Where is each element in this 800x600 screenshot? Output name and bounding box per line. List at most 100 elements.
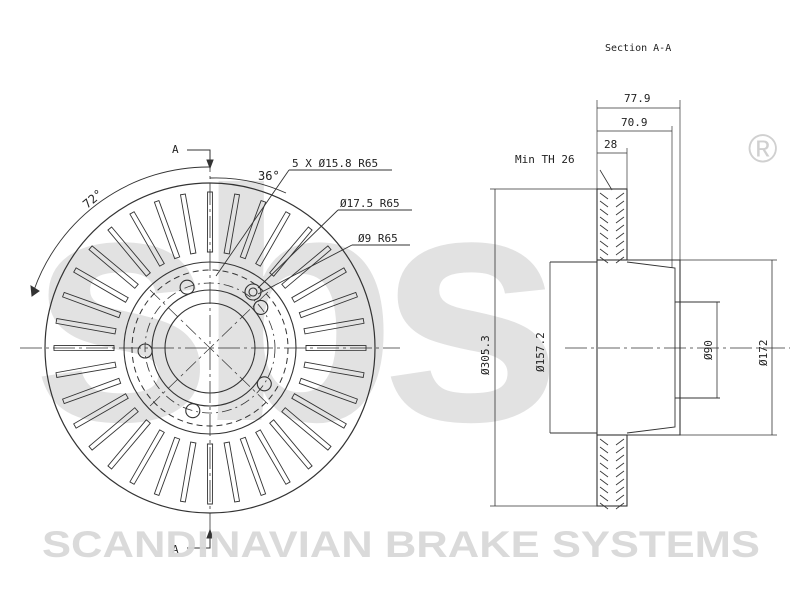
section-marker-top <box>187 149 211 163</box>
hatch-line <box>599 232 609 240</box>
hole-9-label: Ø9 R65 <box>358 232 398 245</box>
friction-ring-upper <box>596 188 628 261</box>
vent-slot <box>73 393 129 429</box>
hatch-line <box>615 486 625 494</box>
min-th-leader <box>599 169 613 191</box>
vent-slot <box>62 377 122 405</box>
hatch-line <box>615 470 625 478</box>
section-view <box>490 100 790 510</box>
hatch-line <box>599 486 609 494</box>
watermark-company: SCANDINAVIAN BRAKE SYSTEMS <box>42 524 760 565</box>
section-title: Section A-A <box>605 43 671 54</box>
hat-inner <box>626 261 676 434</box>
section-label-bottom: A <box>172 543 179 556</box>
bolt-hole <box>185 403 201 419</box>
vent-slot <box>55 361 117 379</box>
vent-slot <box>206 443 214 505</box>
vent-slot <box>281 245 332 289</box>
bolt-hole <box>137 343 153 359</box>
vent-slot <box>298 291 358 319</box>
hatch-line <box>599 446 609 454</box>
dia-90-label: Ø90 <box>702 340 715 360</box>
bolt-hole <box>256 376 272 392</box>
hatch-line <box>615 462 625 470</box>
hatch-line <box>615 256 625 264</box>
watermark-sbs: sbs <box>30 121 549 490</box>
dim-28-label: 28 <box>604 138 617 151</box>
vent-slot <box>55 317 117 335</box>
vent-slot <box>291 267 347 303</box>
hatch-line <box>599 240 609 248</box>
hatch-line <box>615 208 625 216</box>
hatch-line <box>599 438 609 446</box>
vent-slot <box>239 436 267 496</box>
centerline-diag-2 <box>149 289 271 407</box>
hatch-line <box>615 438 625 446</box>
hatch-line <box>615 502 625 510</box>
hat-profile <box>596 259 681 436</box>
bolt-hole <box>179 279 195 295</box>
vent-slot <box>305 344 367 352</box>
vent-slot <box>53 344 115 352</box>
min-thickness-label: Min TH 26 <box>515 153 575 166</box>
friction-ring-lower <box>596 434 628 507</box>
hatch-line <box>599 470 609 478</box>
vent-slot <box>239 200 267 260</box>
hatch-line <box>615 248 625 256</box>
vent-slot <box>107 419 151 470</box>
hatch-line <box>615 446 625 454</box>
dim-77-9-label: 77.9 <box>624 92 651 105</box>
section-label-top: A <box>172 143 179 156</box>
dia-305-3-label: Ø305.3 <box>479 335 492 375</box>
vent-slot <box>223 193 241 255</box>
hatch-line <box>615 240 625 248</box>
hatch-line <box>599 192 609 200</box>
vent-slot <box>281 407 332 451</box>
vent-slot <box>179 193 197 255</box>
hatch-line <box>599 208 609 216</box>
hatch-line <box>599 256 609 264</box>
angle-72-arc <box>33 166 211 291</box>
vent-slot <box>88 407 139 451</box>
vent-slot <box>303 361 365 379</box>
vent-slot <box>303 317 365 335</box>
leader-bolt-holes <box>215 169 290 277</box>
vent-slot <box>255 429 291 485</box>
dia-157-2-label: Ø157.2 <box>534 332 547 372</box>
vent-slot <box>291 393 347 429</box>
dia-172-label: Ø172 <box>757 340 770 367</box>
vent-slot <box>107 226 151 277</box>
front-view-labels: A A 72° 36° 5 X Ø15.8 R65 Ø17.5 R65 Ø9 R… <box>80 143 400 556</box>
ventilation-slots <box>53 191 367 505</box>
registered-mark: ® <box>748 127 777 171</box>
dim-70-9-label: 70.9 <box>621 116 648 129</box>
section-marker-bottom <box>187 535 211 549</box>
hatch-line <box>599 200 609 208</box>
hatch-line <box>599 454 609 462</box>
vent-slot <box>223 441 241 503</box>
bolt-holes <box>137 279 272 419</box>
vent-slot <box>129 429 165 485</box>
angle-72-arrow <box>30 285 40 297</box>
hatch-line <box>615 494 625 502</box>
watermark-logo: sbs ® <box>30 121 777 490</box>
vent-slot <box>153 200 181 260</box>
hatch-line <box>615 478 625 486</box>
hatch-line <box>599 478 609 486</box>
vent-slot <box>269 226 313 277</box>
vent-slot <box>206 191 214 253</box>
vent-slot <box>73 267 129 303</box>
vent-slot <box>88 245 139 289</box>
vent-slot <box>255 211 291 267</box>
hatch-line <box>615 224 625 232</box>
angle-36-arc <box>209 177 287 194</box>
bolt-hole <box>253 299 269 315</box>
hatch-line <box>615 454 625 462</box>
hatch-line <box>615 216 625 224</box>
hatch-line <box>599 224 609 232</box>
hatch-line <box>599 494 609 502</box>
hole-17-5-label: Ø17.5 R65 <box>340 197 400 210</box>
vent-slot <box>179 441 197 503</box>
hatch-line <box>599 248 609 256</box>
